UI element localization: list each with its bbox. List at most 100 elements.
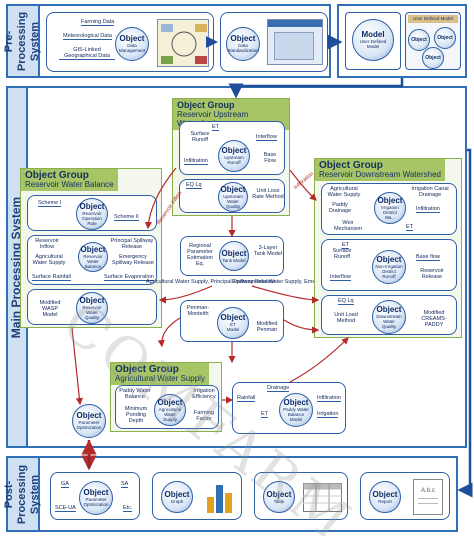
graph-box: Object Graph [152,472,242,520]
irrigation-canal-label: Irrigation Canal Drainage [411,186,449,198]
upstream-infiltration-label: Infiltration [184,158,208,165]
arrow-upstream-inflow [144,167,177,230]
object-non-irrigation-runoff[interactable]: Object Non-Irrigation District Runoff [372,250,406,284]
user-defined-model-tag: User Defined Model [408,15,458,23]
ds-ag-supply-label: Agricultural Water Supply [327,186,361,198]
ag-supply-arrow-label: Agricultural Water Supply, Principal Spi… [146,279,275,285]
scheme-2-label: Scheme II [114,214,139,221]
arrow-ag-supply [158,285,213,304]
object-model[interactable]: Model User-Defined Model [352,19,394,61]
gis-data-label: GIS-Linked Geographical Data [59,47,115,60]
object-graph[interactable]: Object Graph [161,481,193,513]
pre-processing-panel: Pre-Processing System Farming Data Meteo… [4,4,331,78]
reservoir-balance-box: Reservoir Inflow Principal Spillway Rele… [27,235,157,285]
object-upstream-water-quality[interactable]: Object Upstream Water Quality [218,182,248,212]
arrow-reservoir-to-param [71,327,83,406]
object-report[interactable]: Object Report [369,481,401,513]
report-box: Object Report A.b.c [360,472,450,520]
object-parameter-optimization-main[interactable]: Object Parameter Optimization [72,404,106,438]
data-standardization-box: Object Data Standardization [220,12,328,72]
user-defined-model-box: User Defined Model Object Object Object [405,12,461,70]
paddy-balance-label: Paddy Water Balance [119,388,151,400]
irrigation-efficiency-label: Irrigation Efficiency [192,388,216,400]
et-model-box: Penman-Monteith Object ET Model Modified… [180,300,284,342]
modified-wasp-label: Modified WASP Model [39,300,61,318]
object-downstream-water-quality[interactable]: Object Downstream Water Quality [372,300,406,334]
reservoir-inflow-label: Reservoir Inflow [35,238,59,250]
surface-evaporation-label: Surface Evaporation [104,274,154,281]
modified-penman-label: Modified Penman [256,321,278,333]
object-table[interactable]: Object Table [263,481,295,513]
downstream-quality-box: EQ Lq Unit Load Method Modified CREAMS-P… [321,295,457,335]
arrow-main-to-post [457,148,473,498]
object-reservoir-water-balance[interactable]: Object Reservoir Water Balance [78,242,108,272]
upstream-surface-runoff-label: Surface Runoff [190,131,210,143]
irrigation-district-box: Agricultural Water Supply Irrigation Can… [321,183,457,235]
object-reservoir-water-quality[interactable]: Object Reservoir Water Quality [76,292,108,324]
arrow-model-to-main [228,78,404,99]
report-document-icon: A.b.c [413,479,443,515]
table-box: Object Table [254,472,348,520]
sce-ua-label: SCE-UA [55,505,76,512]
farming-factor-label: Farming Factor [193,410,215,422]
env-supply-arrow-label: Environmental Water Supply, Emergency Sp… [232,279,376,285]
object-tank-model[interactable]: Object Tank Model [219,241,249,271]
collage-icon [161,24,207,64]
ds-infiltration-label: Infiltration [416,206,440,213]
upstream-interflow-label: Interflow [256,134,277,141]
sa-label: SA [121,481,129,488]
upstream-runoff-box: ET Surface Runoff Interflow Infiltration… [179,121,285,175]
ds-eq-label: EQ Lq [338,298,354,305]
data-collage-image [157,19,209,67]
unit-load-method-label: Unit Load Method [334,312,358,324]
object-reservoir-operation-rule[interactable]: Object Reservoir Operation Rule [76,198,108,230]
object-upstream-runoff[interactable]: Object Upstream Runoff [218,140,250,172]
arrow-et-to-ag [157,317,181,348]
upstream-et-label: ET [212,124,220,131]
object-paddy-water-balance[interactable]: Object Paddy Water Balance Model [279,393,313,427]
principal-spillway-label: Principal Spillway Release [110,238,154,250]
scheme-1-label: Scheme I [38,200,62,207]
object-small-2[interactable]: Object [434,27,456,49]
etc-label: Etc. [123,505,133,512]
ag-supply-box: Paddy Water Balance Irrigation Efficienc… [115,385,219,429]
ds-interflow-label: Interflow [330,274,351,281]
object-small-1[interactable]: Object [408,29,430,51]
object-data-management[interactable]: Object Data Management [115,27,149,61]
paddy-irrigation-label: Irrigation [317,411,339,418]
ds-et2-label: ET [342,242,350,249]
ds-et-label: ET [406,224,414,231]
arrow-upstream-infiltration [289,169,317,201]
optimization-box: GA SA SCE-UA Etc. Object Parameter Optim… [50,472,140,520]
paddy-balance-box: Drainage Rainfall Infiltration ET Irriga… [232,382,346,434]
paddy-et-label: ET [261,411,269,418]
object-small-3[interactable]: Object [422,47,444,69]
upstream-quality-box: EQ Lq Object Upstream Water Quality Unit… [179,179,285,213]
object-data-standardization[interactable]: Object Data Standardization [226,27,260,61]
paddy-drainage-top-label: Drainage [267,385,290,392]
arrow-et-to-downstream [283,319,320,334]
reservoir-release-label: Reservoir Release [420,268,444,280]
non-irrigation-box: ET Surface Runoff Base flow Interflow Re… [321,239,457,291]
ds-surface-runoff-label: Surface Runoff [332,248,352,260]
paddy-drainage-label: Paddy Drainage [328,202,352,214]
object-parameter-optimization-post[interactable]: Object Parameter Optimization [79,481,113,515]
standardization-screenshot [267,19,323,65]
object-irrigation-district[interactable]: Object Irrigation District Wa... [374,192,406,224]
emergency-spillway-label: Emergency Spillway Release [112,254,154,266]
object-agricultural-water-supply[interactable]: Object Agricultural Water Supply [154,394,186,426]
farming-data-label: Farming Data [81,19,115,26]
object-et-model[interactable]: Object ET Model [217,307,249,339]
model-panel: Model User-Defined Model User Defined Mo… [337,4,467,78]
arrow-paddy-to-downstream [289,337,349,383]
penman-monteith-label: Penman-Monteith [186,305,210,317]
post-processing-label: Post-Processing System [4,458,42,530]
table-icon [303,483,342,512]
surface-rainfall-label: Surface Rainfall [32,274,71,281]
upstream-base-flow-label: Base Flow [263,152,277,164]
model-object-box: Model User-Defined Model [345,12,401,70]
